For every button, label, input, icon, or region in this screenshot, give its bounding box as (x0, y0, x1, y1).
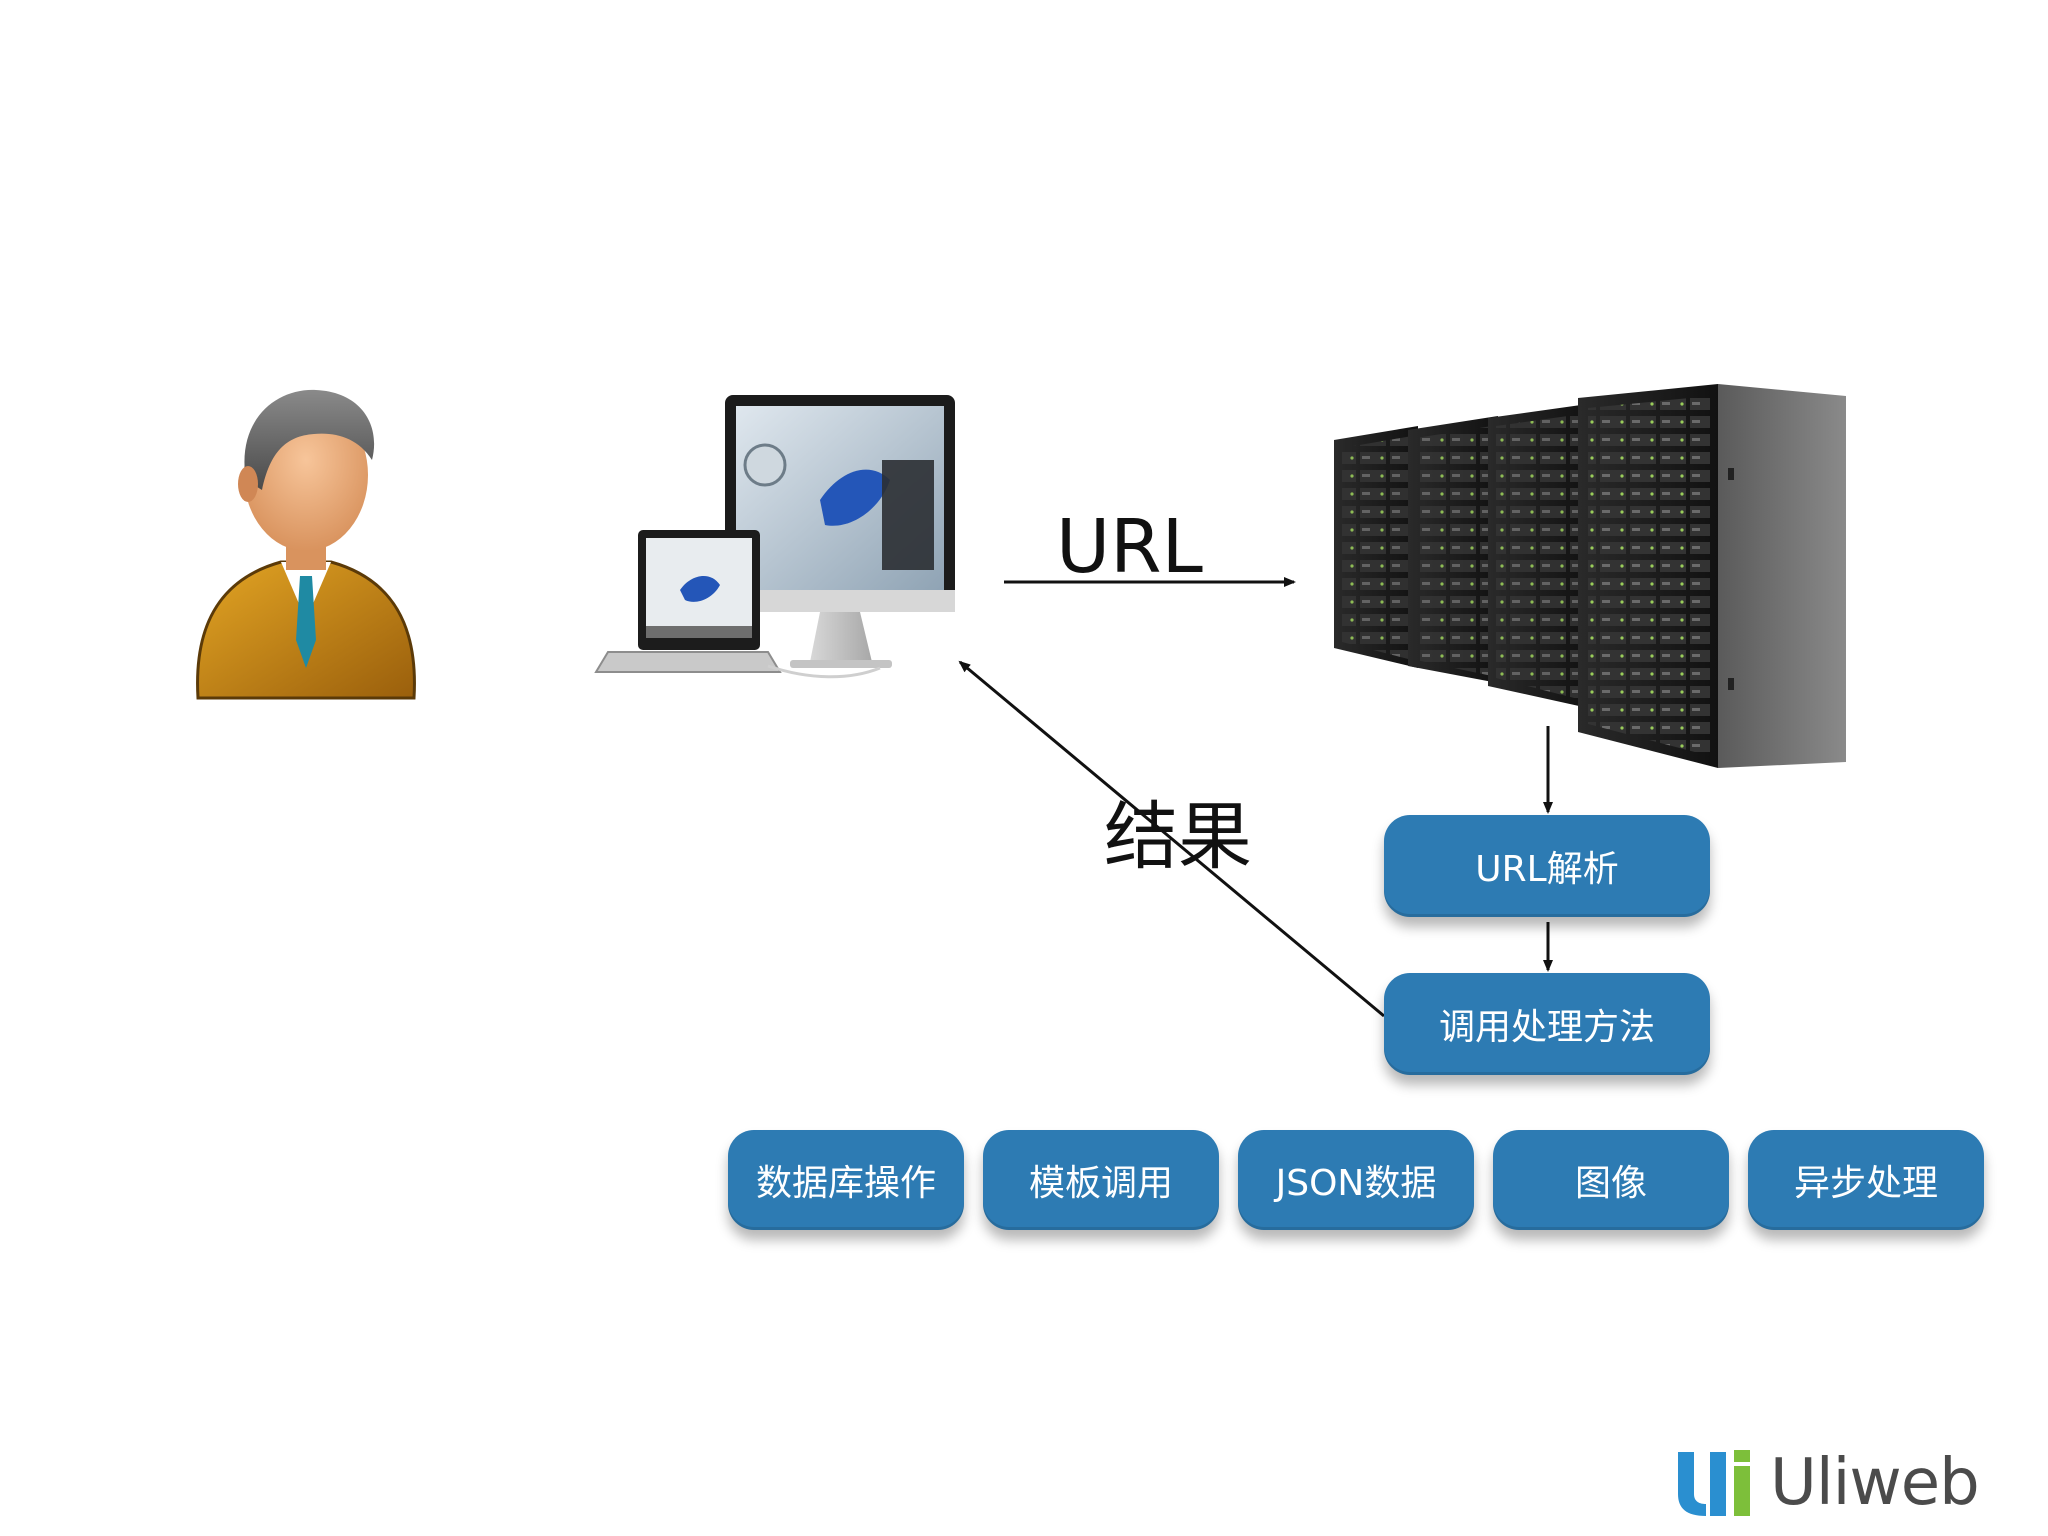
feature-database-box: 数据库操作 (728, 1130, 964, 1230)
call-handler-box: 调用处理方法 (1384, 973, 1710, 1075)
feature-template-box: 模板调用 (983, 1130, 1219, 1230)
user-avatar-icon (196, 389, 416, 700)
feature-image-box: 图像 (1493, 1130, 1729, 1230)
feature-async-box: 异步处理 (1748, 1130, 1984, 1230)
feature-json-box: JSON数据 (1238, 1130, 1474, 1230)
uliweb-logo: Uliweb (1672, 1446, 2032, 1520)
url-arrow-label: URL (1056, 504, 1203, 590)
server-rack-icon (1334, 384, 1846, 768)
uliweb-logo-mark (1678, 1450, 1750, 1516)
result-arrow-label: 结果 (1104, 794, 1252, 880)
url-parse-box: URL解析 (1384, 815, 1710, 917)
computer-devices-icon (594, 395, 955, 679)
uliweb-logo-text: Uliweb (1770, 1446, 1980, 1520)
result-response-arrow (958, 660, 1385, 1018)
